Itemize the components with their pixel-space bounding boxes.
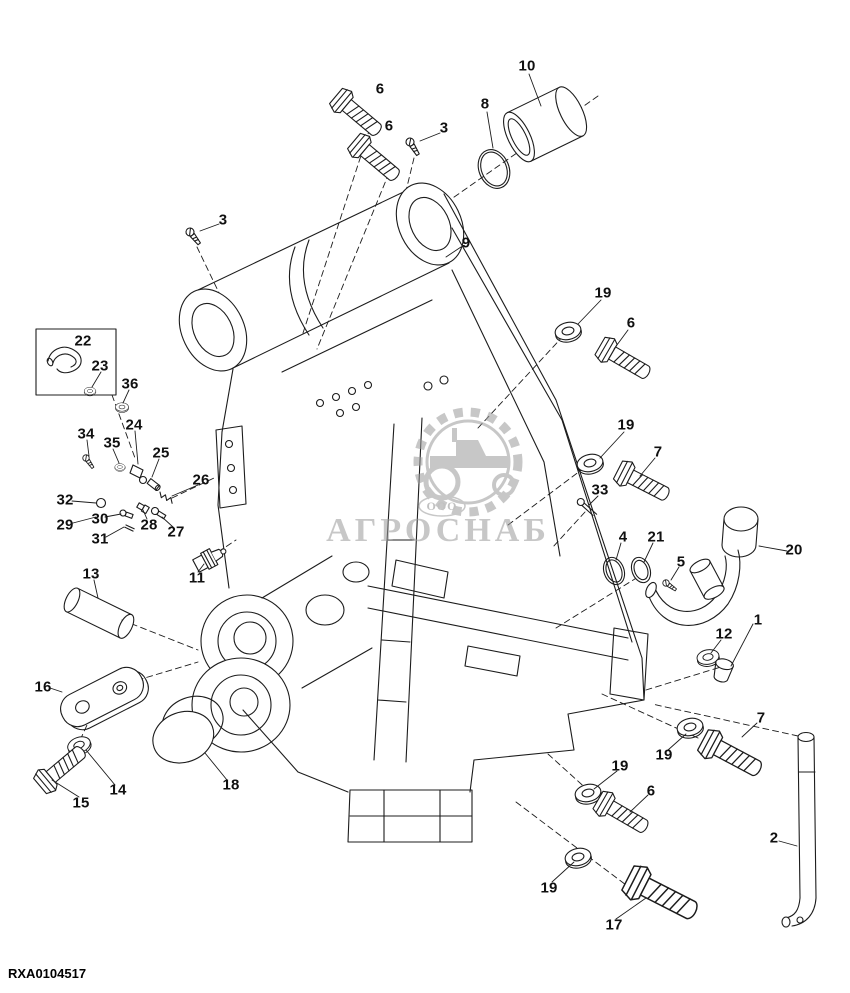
part-callout-19: 19 — [594, 284, 612, 302]
part-callout-19: 19 — [611, 757, 629, 775]
screw-34 — [81, 453, 96, 471]
bracket-plate-16 — [60, 666, 149, 731]
watermark-tractor-icon — [423, 428, 516, 501]
screw-5 — [661, 578, 679, 593]
hex-bolt-17 — [618, 861, 705, 930]
part-callout-33: 33 — [591, 481, 609, 499]
watermark-gear-icon — [413, 407, 523, 517]
ring-23 — [83, 386, 97, 397]
part-callout-27: 27 — [167, 523, 185, 541]
part-callout-24: 24 — [125, 416, 143, 434]
hex-bolt-6-bottom — [590, 787, 654, 841]
screw-3-b — [183, 225, 203, 247]
watermark-prefix: ООО — [426, 499, 457, 513]
part-callout-9: 9 — [461, 234, 471, 252]
part-callout-34: 34 — [77, 425, 95, 443]
part-callout-20: 20 — [785, 541, 803, 559]
leader-lines — [49, 73, 798, 920]
watermark: ООО АГРОСНАБ — [326, 407, 550, 549]
detail-box-22-23 — [35, 328, 117, 397]
part-callout-3: 3 — [218, 211, 228, 229]
fitting-cluster — [95, 463, 173, 532]
washer-35 — [114, 463, 126, 472]
part-callout-18: 18 — [222, 776, 240, 794]
part-callout-17: 17 — [605, 916, 623, 934]
drawing-code: RXA0104517 — [8, 966, 87, 981]
ring-36 — [115, 402, 129, 413]
part-callout-30: 30 — [91, 510, 109, 528]
part-callout-6: 6 — [646, 782, 656, 800]
part-callout-7: 7 — [756, 709, 766, 727]
cotter-pin-33 — [576, 497, 598, 516]
part-callout-28: 28 — [140, 516, 158, 534]
cap-plug-18 — [152, 695, 224, 764]
elbow-tube-20-assembly — [602, 506, 759, 626]
part-callout-12: 12 — [715, 625, 733, 643]
part-callout-5: 5 — [676, 553, 686, 571]
part-callout-31: 31 — [91, 530, 109, 548]
part-callout-36: 36 — [121, 375, 139, 393]
hex-bolt-6-top-b — [344, 130, 407, 188]
washer-19-c — [674, 715, 706, 742]
part-callout-14: 14 — [109, 781, 127, 799]
part-callout-29: 29 — [56, 516, 74, 534]
part-callout-8: 8 — [480, 95, 490, 113]
washer-19-e — [562, 845, 594, 872]
grease-fitting-11 — [192, 548, 227, 573]
part-callout-32: 32 — [56, 491, 74, 509]
hydraulic-tube-2 — [781, 731, 817, 928]
hex-bolt-6-right — [592, 333, 656, 387]
watermark-name: АГРОСНАБ — [326, 512, 550, 549]
part-callout-16: 16 — [34, 678, 52, 696]
part-callout-10: 10 — [518, 57, 536, 75]
part-callout-6: 6 — [375, 80, 385, 98]
part-callout-6: 6 — [626, 314, 636, 332]
part-callout-3: 3 — [439, 119, 449, 137]
o-ring-8 — [477, 149, 511, 189]
part-callout-19: 19 — [617, 416, 635, 434]
part-callout-25: 25 — [152, 444, 170, 462]
part-callout-15: 15 — [72, 794, 90, 812]
part-callout-22: 22 — [74, 332, 92, 350]
part-callout-4: 4 — [618, 528, 628, 546]
hex-bolt-7-right — [611, 457, 675, 509]
plug-1 — [713, 658, 734, 683]
part-callout-21: 21 — [647, 528, 665, 546]
part-callout-19: 19 — [655, 746, 673, 764]
part-callout-1: 1 — [753, 611, 763, 629]
part-callout-23: 23 — [91, 357, 109, 375]
part-callout-7: 7 — [653, 443, 663, 461]
pivot-pin-13 — [63, 587, 135, 639]
screw-3-a — [403, 135, 422, 158]
frame-weldment — [178, 182, 649, 843]
part-callout-35: 35 — [103, 434, 121, 452]
part-callout-13: 13 — [82, 565, 100, 583]
part-callout-11: 11 — [188, 569, 206, 587]
part-callout-26: 26 — [192, 471, 210, 489]
bushing-10 — [503, 86, 588, 163]
part-callout-6: 6 — [384, 117, 394, 135]
part-callout-2: 2 — [769, 829, 779, 847]
hex-bolt-7-bottom — [695, 725, 768, 785]
part-callout-19: 19 — [540, 879, 558, 897]
